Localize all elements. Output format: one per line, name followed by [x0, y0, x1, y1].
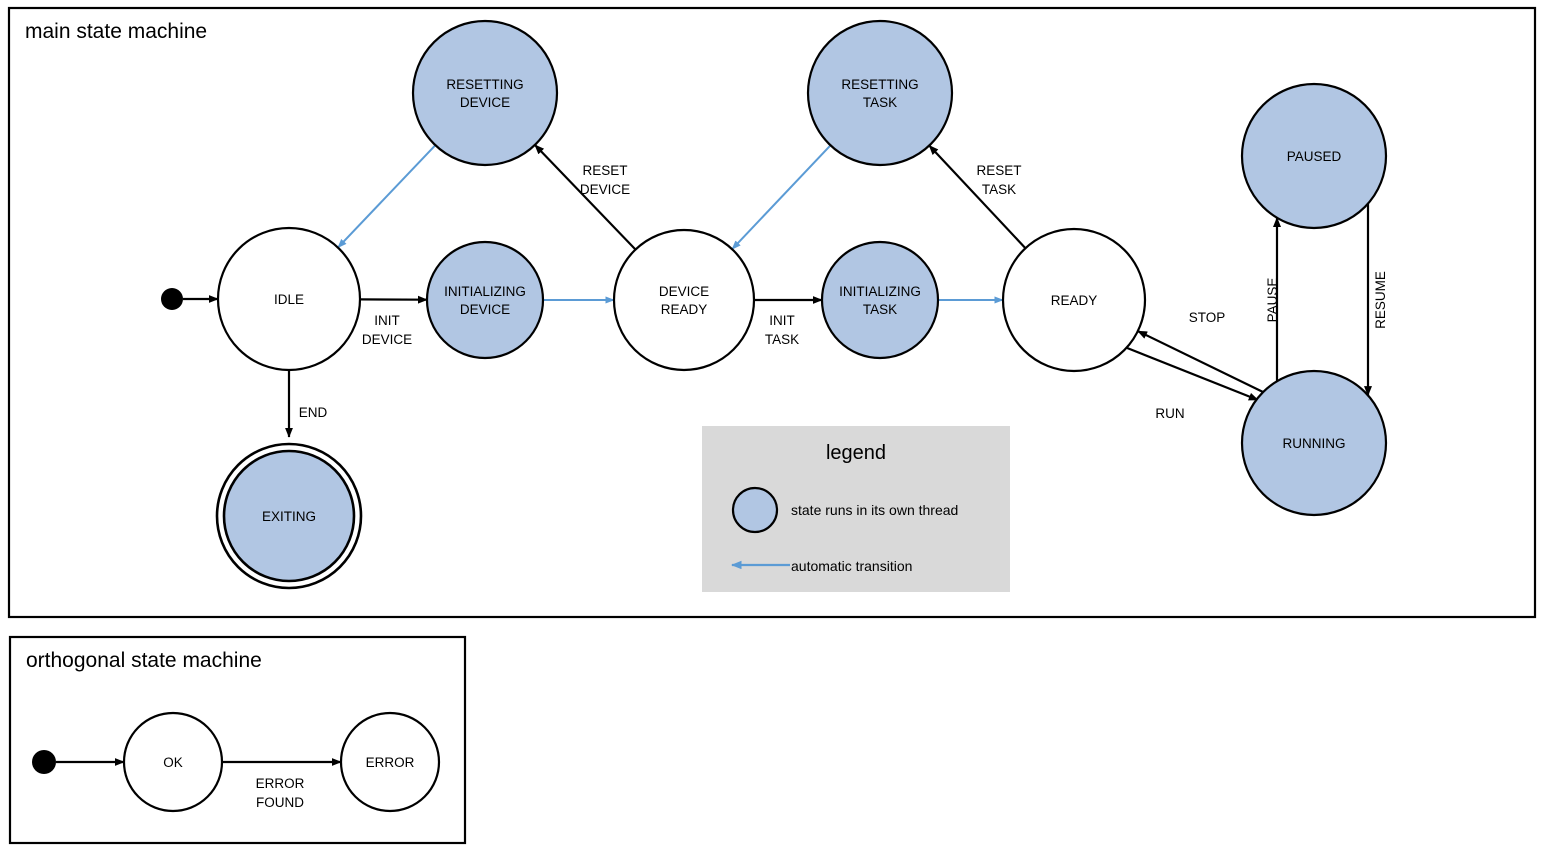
- transition-label-idle-to-exiting: END: [299, 405, 328, 420]
- transition-reset-task-to-device-ready[interactable]: [731, 144, 832, 250]
- state-error[interactable]: ERROR: [339, 711, 441, 813]
- state-ready[interactable]: READY: [1001, 227, 1147, 373]
- state-label-device-ready: DEVICE: [659, 284, 709, 299]
- state-label-paused: PAUSED: [1287, 149, 1342, 164]
- frame-border-main: [7, 6, 1537, 619]
- state-circle: [1240, 369, 1388, 517]
- state-label-initializing-task: INITIALIZING: [839, 284, 921, 299]
- state-device-ready[interactable]: DEVICE READY: [612, 228, 756, 372]
- legend-threaded-state-swatch-icon: [731, 486, 779, 534]
- transition-label-line: TASK: [982, 182, 1016, 197]
- state-label-exiting: EXITING: [262, 509, 316, 524]
- state-idle[interactable]: IDLE: [216, 226, 362, 372]
- state-label-ready: READY: [1051, 293, 1098, 308]
- transition-label-ready-to-reset-task: RESET TASK: [976, 163, 1021, 197]
- initial-state-marker-main-start: [161, 288, 183, 310]
- transition-label-line: END: [299, 405, 328, 420]
- state-circle: [425, 240, 545, 360]
- state-circle: [1001, 227, 1147, 373]
- state-paused[interactable]: PAUSED: [1240, 82, 1388, 230]
- transition-label-running-to-paused: PAUSE: [1265, 278, 1280, 323]
- transition-label-line: TASK: [765, 332, 799, 347]
- state-label-running: RUNNING: [1283, 436, 1346, 451]
- state-label-initializing-device: DEVICE: [460, 302, 510, 317]
- legend-box: legend state runs in its own thread automa…: [702, 426, 1010, 592]
- transition-label-line: STOP: [1189, 310, 1226, 325]
- transition-label-line: PAUSE: [1265, 278, 1280, 323]
- transition-label-ok-to-error: ERROR FOUND: [256, 776, 305, 810]
- final-state-inner-circle: [222, 449, 356, 583]
- frame-border-orthogonal: [8, 635, 467, 845]
- state-label-idle: IDLE: [274, 292, 304, 307]
- transition-label-line: DEVICE: [362, 332, 412, 347]
- state-initializing-task[interactable]: INITIALIZING TASK: [820, 240, 940, 360]
- state-resetting-device[interactable]: RESETTING DEVICE: [411, 19, 559, 167]
- state-label-device-ready: READY: [661, 302, 708, 317]
- state-running[interactable]: RUNNING: [1240, 369, 1388, 517]
- state-label-resetting-device: RESETTING: [446, 77, 523, 92]
- state-label-resetting-device: DEVICE: [460, 95, 510, 110]
- state-circle: [122, 711, 224, 813]
- state-ok[interactable]: OK: [122, 711, 224, 813]
- state-label-resetting-task: RESETTING: [841, 77, 918, 92]
- transition-label-line: RESUME: [1373, 271, 1388, 329]
- state-circle: [339, 711, 441, 813]
- legend-item-label: automatic transition: [791, 558, 912, 574]
- transition-reset-device-to-idle[interactable]: [337, 144, 437, 249]
- state-circle: [411, 19, 559, 167]
- transition-label-line: RUN: [1155, 406, 1184, 421]
- state-resetting-task[interactable]: RESETTING TASK: [806, 19, 954, 167]
- frame-title-orthogonal: orthogonal state machine: [26, 649, 262, 672]
- transition-label-idle-to-init-device: INIT DEVICE: [362, 313, 412, 347]
- transition-label-running-to-ready: STOP: [1189, 310, 1226, 325]
- state-label-ok: OK: [163, 755, 183, 770]
- state-circle: [820, 240, 940, 360]
- transition-ready-to-running[interactable]: [1126, 346, 1259, 402]
- state-label-initializing-device: INITIALIZING: [444, 284, 526, 299]
- transition-ready-to-reset-task[interactable]: [928, 144, 1027, 249]
- transition-label-line: INIT: [769, 313, 795, 328]
- transition-label-line: INIT: [374, 313, 400, 328]
- frame-main: main state machine: [7, 6, 1537, 619]
- state-circle: [612, 228, 756, 372]
- state-circle: [1240, 82, 1388, 230]
- legend-item-auto-transition: automatic transition: [731, 558, 912, 574]
- transition-label-paused-to-running: RESUME: [1373, 271, 1388, 329]
- legend-item-label: state runs in its own thread: [791, 502, 958, 518]
- state-exiting[interactable]: EXITING: [215, 442, 363, 590]
- state-initializing-device[interactable]: INITIALIZING DEVICE: [425, 240, 545, 360]
- transition-label-line: RESET: [582, 163, 627, 178]
- state-label-resetting-task: TASK: [863, 95, 897, 110]
- frame-title-main: main state machine: [25, 20, 207, 43]
- transition-label-line: FOUND: [256, 795, 304, 810]
- state-label-error: ERROR: [366, 755, 415, 770]
- initial-state-marker-orthogonal-start: [32, 750, 56, 774]
- transition-label-line: ERROR: [256, 776, 305, 791]
- legend-item-threaded-state: state runs in its own thread: [731, 486, 958, 534]
- state-label-initializing-task: TASK: [863, 302, 897, 317]
- legend-title: legend: [826, 442, 886, 464]
- transition-label-device-ready-to-reset-device: RESET DEVICE: [580, 163, 630, 197]
- transition-label-line: RESET: [976, 163, 1021, 178]
- transition-running-to-ready[interactable]: [1137, 330, 1264, 393]
- transition-device-ready-to-reset-device[interactable]: [534, 144, 637, 251]
- transition-label-device-ready-to-init-task: INIT TASK: [765, 313, 799, 347]
- transition-label-line: DEVICE: [580, 182, 630, 197]
- transition-label-ready-to-running: RUN: [1155, 406, 1184, 421]
- frame-orthogonal: orthogonal state machine: [8, 635, 467, 845]
- state-circle: [216, 226, 362, 372]
- state-circle: [806, 19, 954, 167]
